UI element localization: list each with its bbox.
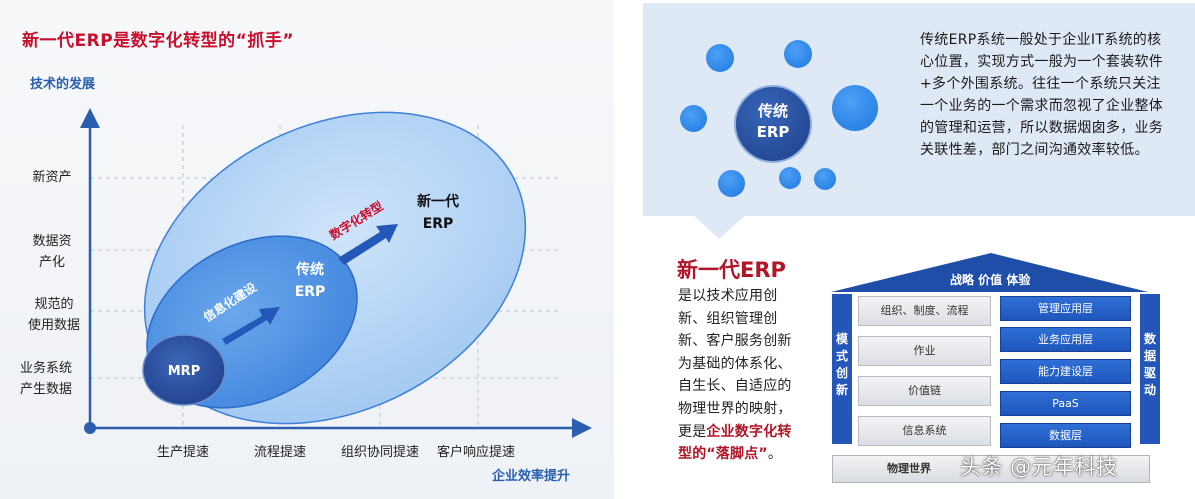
house-right-column-text: 数据驱动 (1143, 332, 1156, 397)
trad-erp-circle-line2: ERP (756, 123, 790, 141)
x-label-process: 流程提速 (253, 445, 306, 460)
bubble-6 (779, 167, 801, 189)
house-roof-text: 战略 价值 体验 (950, 273, 1031, 287)
bubble-5 (718, 170, 745, 197)
grey-box-info-system: 信息系统 (858, 416, 991, 446)
blue-box-data: 数据层 (1000, 423, 1131, 448)
house-base-physical-world: 物理世界 (832, 455, 1150, 483)
bubble-3 (680, 105, 707, 132)
new-erp-label-1: 新一代 (417, 193, 459, 210)
pointer-triangle (691, 213, 748, 239)
digital-arrow (338, 224, 398, 265)
x-axis-title: 企业效率提升 (492, 469, 571, 484)
y-label-new-asset: 新资产 (32, 170, 72, 185)
trad-erp-circle-line1: 传统 (757, 102, 788, 120)
trad-erp-label-2: ERP (295, 284, 326, 300)
watermark: 头条 @元年科技 (960, 455, 1118, 479)
trad-erp-label-1: 传统 (295, 261, 324, 278)
bubble-1 (706, 44, 734, 72)
new-erp-desc-plain: 是以技术应用创新、组织管理创新、客户服务创新为基础的体系化、自生长、自适应的物理… (678, 288, 792, 440)
trad-erp-circle (734, 85, 812, 163)
blue-box-business: 业务应用层 (1000, 327, 1131, 352)
new-erp-title: 新一代ERP (677, 258, 786, 282)
trad-erp-description: 传统ERP系统一般处于企业IT系统的核心位置，实现方式一般为一个套装软件+多个外… (920, 32, 1164, 158)
new-erp-desc-highlight: 企业数字化转型的“落脚点” (678, 423, 792, 463)
house-left-column-text: 模式创新 (835, 332, 848, 397)
x-label-organization: 组织协同提速 (340, 445, 419, 460)
bubble-4 (832, 85, 878, 131)
mrp-ellipse (142, 334, 226, 406)
y-label-business-data: 业务系统 产生数据 (19, 361, 72, 397)
house-left-column: 模式创新 (832, 294, 852, 444)
house-right-column: 数据驱动 (1140, 294, 1160, 444)
y-label-standard-data: 规范的 使用数据 (27, 297, 80, 333)
new-erp-description: 是以技术应用创新、组织管理创新、客户服务创新为基础的体系化、自生长、自适应的物理… (678, 285, 793, 466)
blue-box-management: 管理应用层 (1000, 296, 1131, 321)
mrp-label: MRP (168, 364, 200, 379)
blue-box-capability: 能力建设层 (1000, 359, 1131, 384)
y-label-data-asset: 数据资 产化 (32, 234, 72, 270)
x-label-customer: 客户响应提速 (436, 445, 515, 460)
new-erp-label-2: ERP (423, 216, 454, 232)
bubble-7 (814, 168, 836, 190)
grey-box-operation: 作业 (858, 336, 991, 366)
axis-origin-dot (84, 422, 96, 434)
evolution-diagram: 信息化建设 数字化转型 MRP 传统 ERP 新一代 ERP (80, 108, 592, 438)
info-arrow (222, 307, 280, 345)
x-label-production: 生产提速 (156, 445, 209, 460)
grey-box-value-chain: 价值链 (858, 376, 991, 406)
new-erp-desc-end: 。 (767, 446, 783, 463)
grey-box-org: 组织、制度、流程 (858, 296, 991, 326)
bubble-2 (784, 40, 812, 68)
blue-box-paas: PaaS (1000, 391, 1131, 416)
trad-erp-circle-text: 传统 ERP (734, 101, 812, 143)
y-axis-title: 技术的发展 (30, 77, 96, 92)
left-title: 新一代ERP是数字化转型的“抓手” (22, 31, 295, 51)
house-roof (831, 253, 1148, 292)
